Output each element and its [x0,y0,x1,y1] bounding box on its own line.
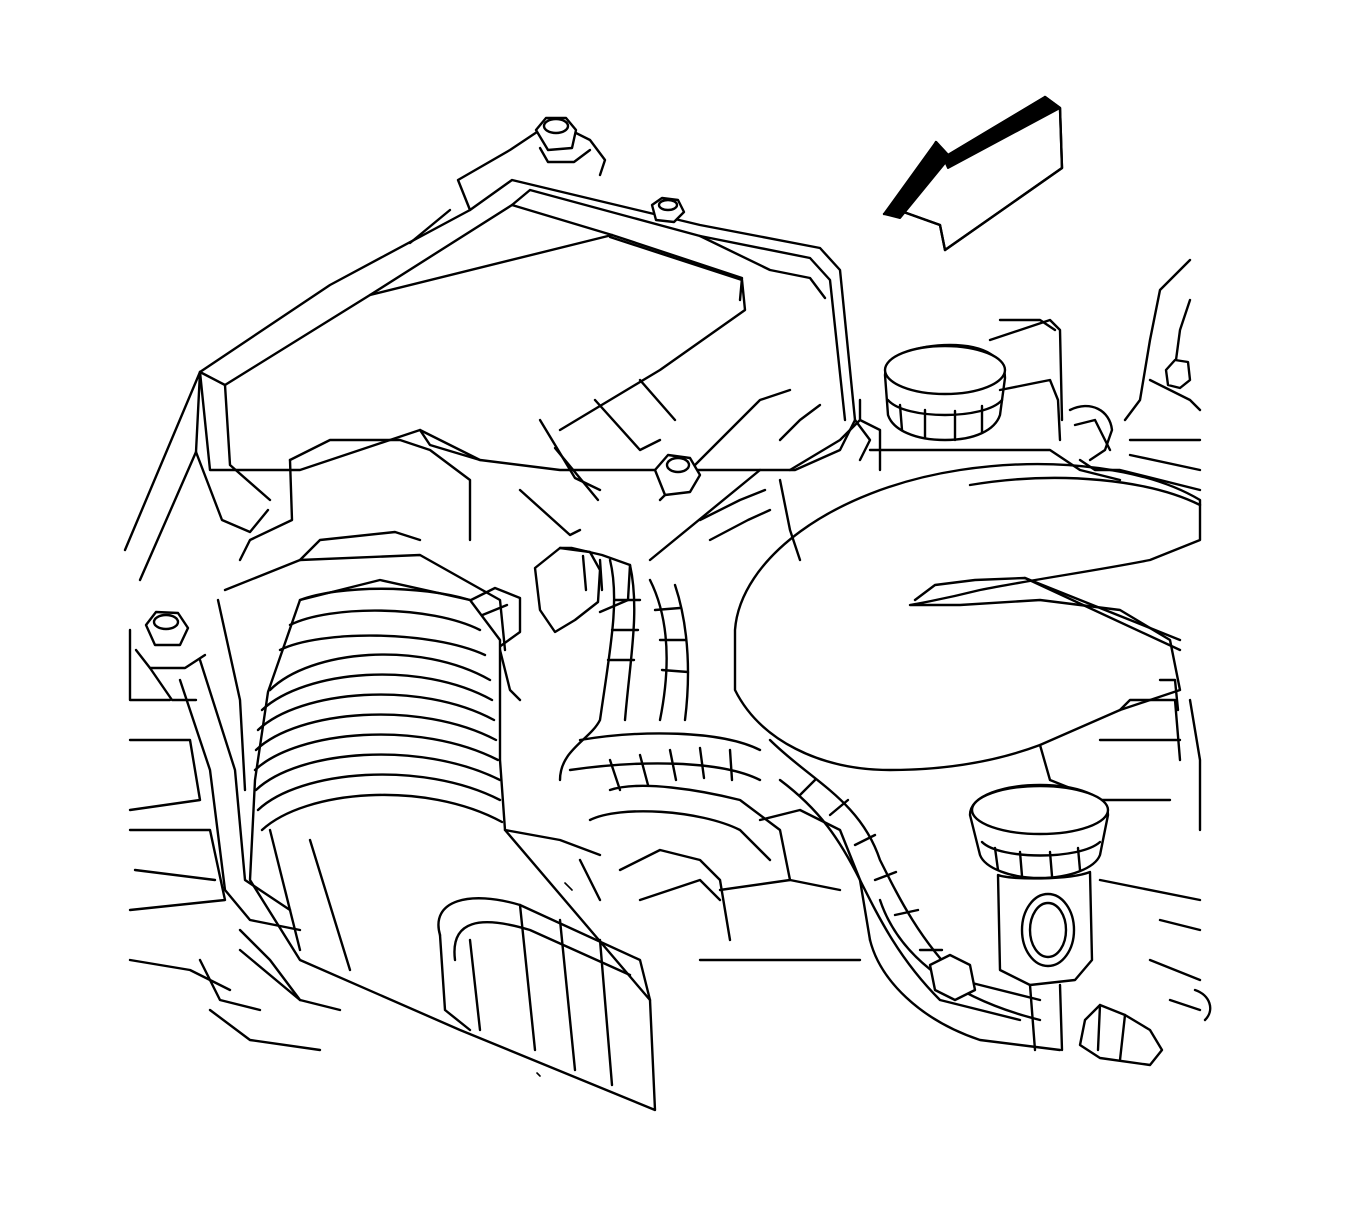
engine-components-right [998,258,1202,492]
detail-marks [536,882,573,1077]
power-steering-reservoir-cap [858,318,1122,482]
mounting-bolt [134,610,207,702]
mounting-bolt [653,453,702,497]
radiator-support [128,628,322,1052]
engine-cover [733,398,1202,832]
duct-bracket [128,658,342,1012]
mounting-bolt [650,196,686,224]
air-intake-duct [216,438,657,1112]
mounting-bolt [534,116,592,164]
air-cleaner-housing [123,123,872,582]
hose-clamp [928,878,1212,1067]
oil-fill-cap [968,783,1110,1052]
view-direction-arrow [882,95,1064,252]
